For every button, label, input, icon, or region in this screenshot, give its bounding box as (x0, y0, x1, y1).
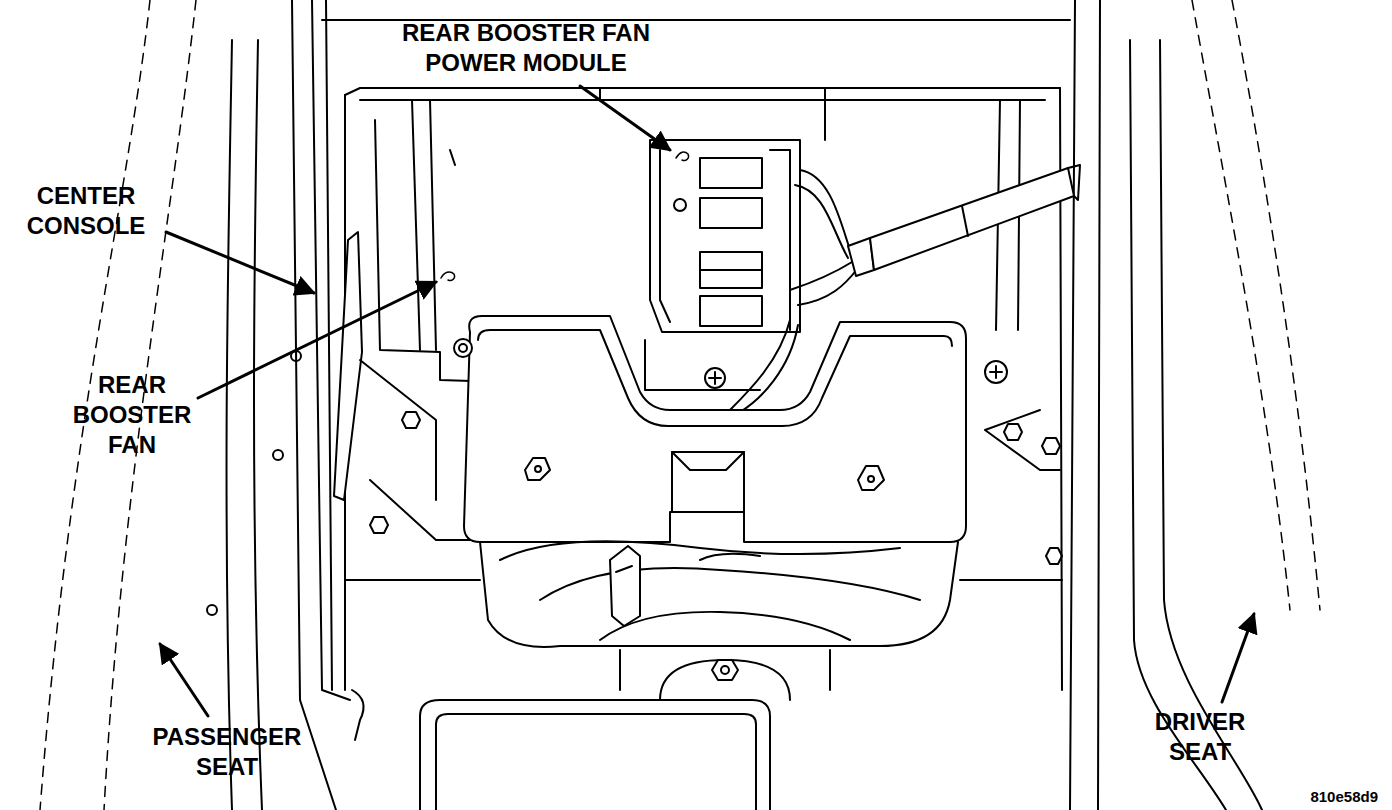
fasteners (1004, 424, 1022, 440)
mounting-bracket (478, 330, 952, 426)
power-module (798, 268, 858, 305)
driver-seat-outline (1192, 0, 1290, 610)
console-frame (345, 88, 1060, 95)
center-console-wall (207, 0, 364, 810)
mounting-bracket (868, 476, 874, 482)
console-frame (412, 100, 420, 350)
shifter-base (712, 660, 738, 680)
console-frame (322, 20, 1070, 690)
console-frame (360, 99, 1045, 101)
mounting-bracket (672, 452, 744, 470)
mounting-bracket (535, 466, 541, 472)
fasteners (705, 368, 725, 388)
power-module (700, 252, 762, 288)
mounting-bracket (858, 466, 884, 490)
power-module (770, 150, 790, 330)
shifter-base (500, 541, 900, 560)
harness-connector (848, 165, 1080, 276)
leader-arrow (198, 282, 436, 398)
driver-seat-outline (1098, 0, 1100, 810)
leader-hook (676, 152, 689, 161)
passenger-seat-outline (40, 0, 262, 810)
leader-arrow (160, 644, 208, 716)
callout-label: REAR BOOSTER FAN POWER MODULE (376, 18, 676, 78)
driver-seat-outline (1070, 0, 1075, 810)
shifter-base (610, 546, 640, 626)
leader-arrow (166, 232, 314, 293)
fasteners (985, 410, 1060, 470)
fasteners (709, 372, 721, 384)
fasteners (990, 366, 1002, 378)
shifter-base (660, 660, 790, 700)
shifter-base (540, 568, 920, 600)
mounting-bracket (525, 458, 550, 480)
center-console-wall (207, 605, 217, 615)
storage-tray (436, 714, 756, 810)
fasteners (960, 579, 1062, 581)
power-module (700, 198, 762, 228)
fasteners (1046, 548, 1062, 564)
shifter-base (721, 666, 729, 674)
fasteners (1042, 438, 1060, 454)
power-module (700, 158, 762, 188)
power-module (650, 140, 800, 332)
passenger-seat-outline (254, 40, 262, 810)
callout-label: PASSENGER SEAT (132, 722, 322, 782)
leader-arrow (580, 86, 670, 150)
leader-arrow (1222, 614, 1254, 702)
fasteners (402, 412, 420, 428)
leader-hook (441, 272, 455, 281)
power-module (700, 269, 762, 271)
harness-connector (1068, 165, 1080, 200)
driver-seat-outline (1070, 0, 1320, 810)
callout-label: DRIVER SEAT (1138, 707, 1262, 767)
power-module (795, 185, 848, 258)
center-console-wall (352, 690, 364, 740)
storage-tray (420, 700, 770, 810)
fasteners (370, 517, 388, 533)
power-module (660, 150, 670, 322)
power-module (674, 199, 686, 211)
rear-booster-fan (346, 579, 480, 581)
power-module (645, 340, 760, 390)
passenger-seat-outline (227, 40, 232, 810)
console-frame (824, 88, 826, 140)
figure-code: 810e58d9 (1310, 788, 1378, 806)
driver-seat-outline (1160, 40, 1262, 810)
callout-label: CENTER CONSOLE (11, 181, 161, 241)
center-console-wall (273, 450, 283, 460)
console-illustration (40, 0, 1320, 810)
leader-arrow (160, 86, 1254, 716)
storage-tray (420, 700, 770, 810)
shifter-base (620, 650, 830, 690)
driver-seat-outline (1232, 0, 1320, 610)
mounting-bracket (464, 316, 966, 542)
fasteners (985, 361, 1007, 383)
shifter-base (480, 542, 958, 647)
fasteners (454, 339, 472, 357)
shifter-base (700, 554, 760, 560)
fasteners (459, 344, 467, 352)
power-module (740, 325, 798, 412)
harness-connector (962, 206, 968, 236)
rear-booster-fan (334, 232, 362, 500)
center-console-wall (326, 0, 332, 690)
callout-label: REAR BOOSTER FAN (64, 370, 200, 460)
rear-booster-fan (450, 150, 455, 165)
leader-hook (441, 152, 689, 281)
harness-connector (870, 168, 1074, 270)
rear-booster-fan (360, 360, 436, 500)
driver-seat-outline (1130, 40, 1226, 810)
mounting-bracket (464, 316, 966, 542)
shifter-base (480, 541, 958, 700)
shifter-base (616, 566, 632, 572)
mounting-bracket (672, 452, 744, 512)
power-module (700, 296, 762, 326)
console-frame (430, 100, 436, 350)
